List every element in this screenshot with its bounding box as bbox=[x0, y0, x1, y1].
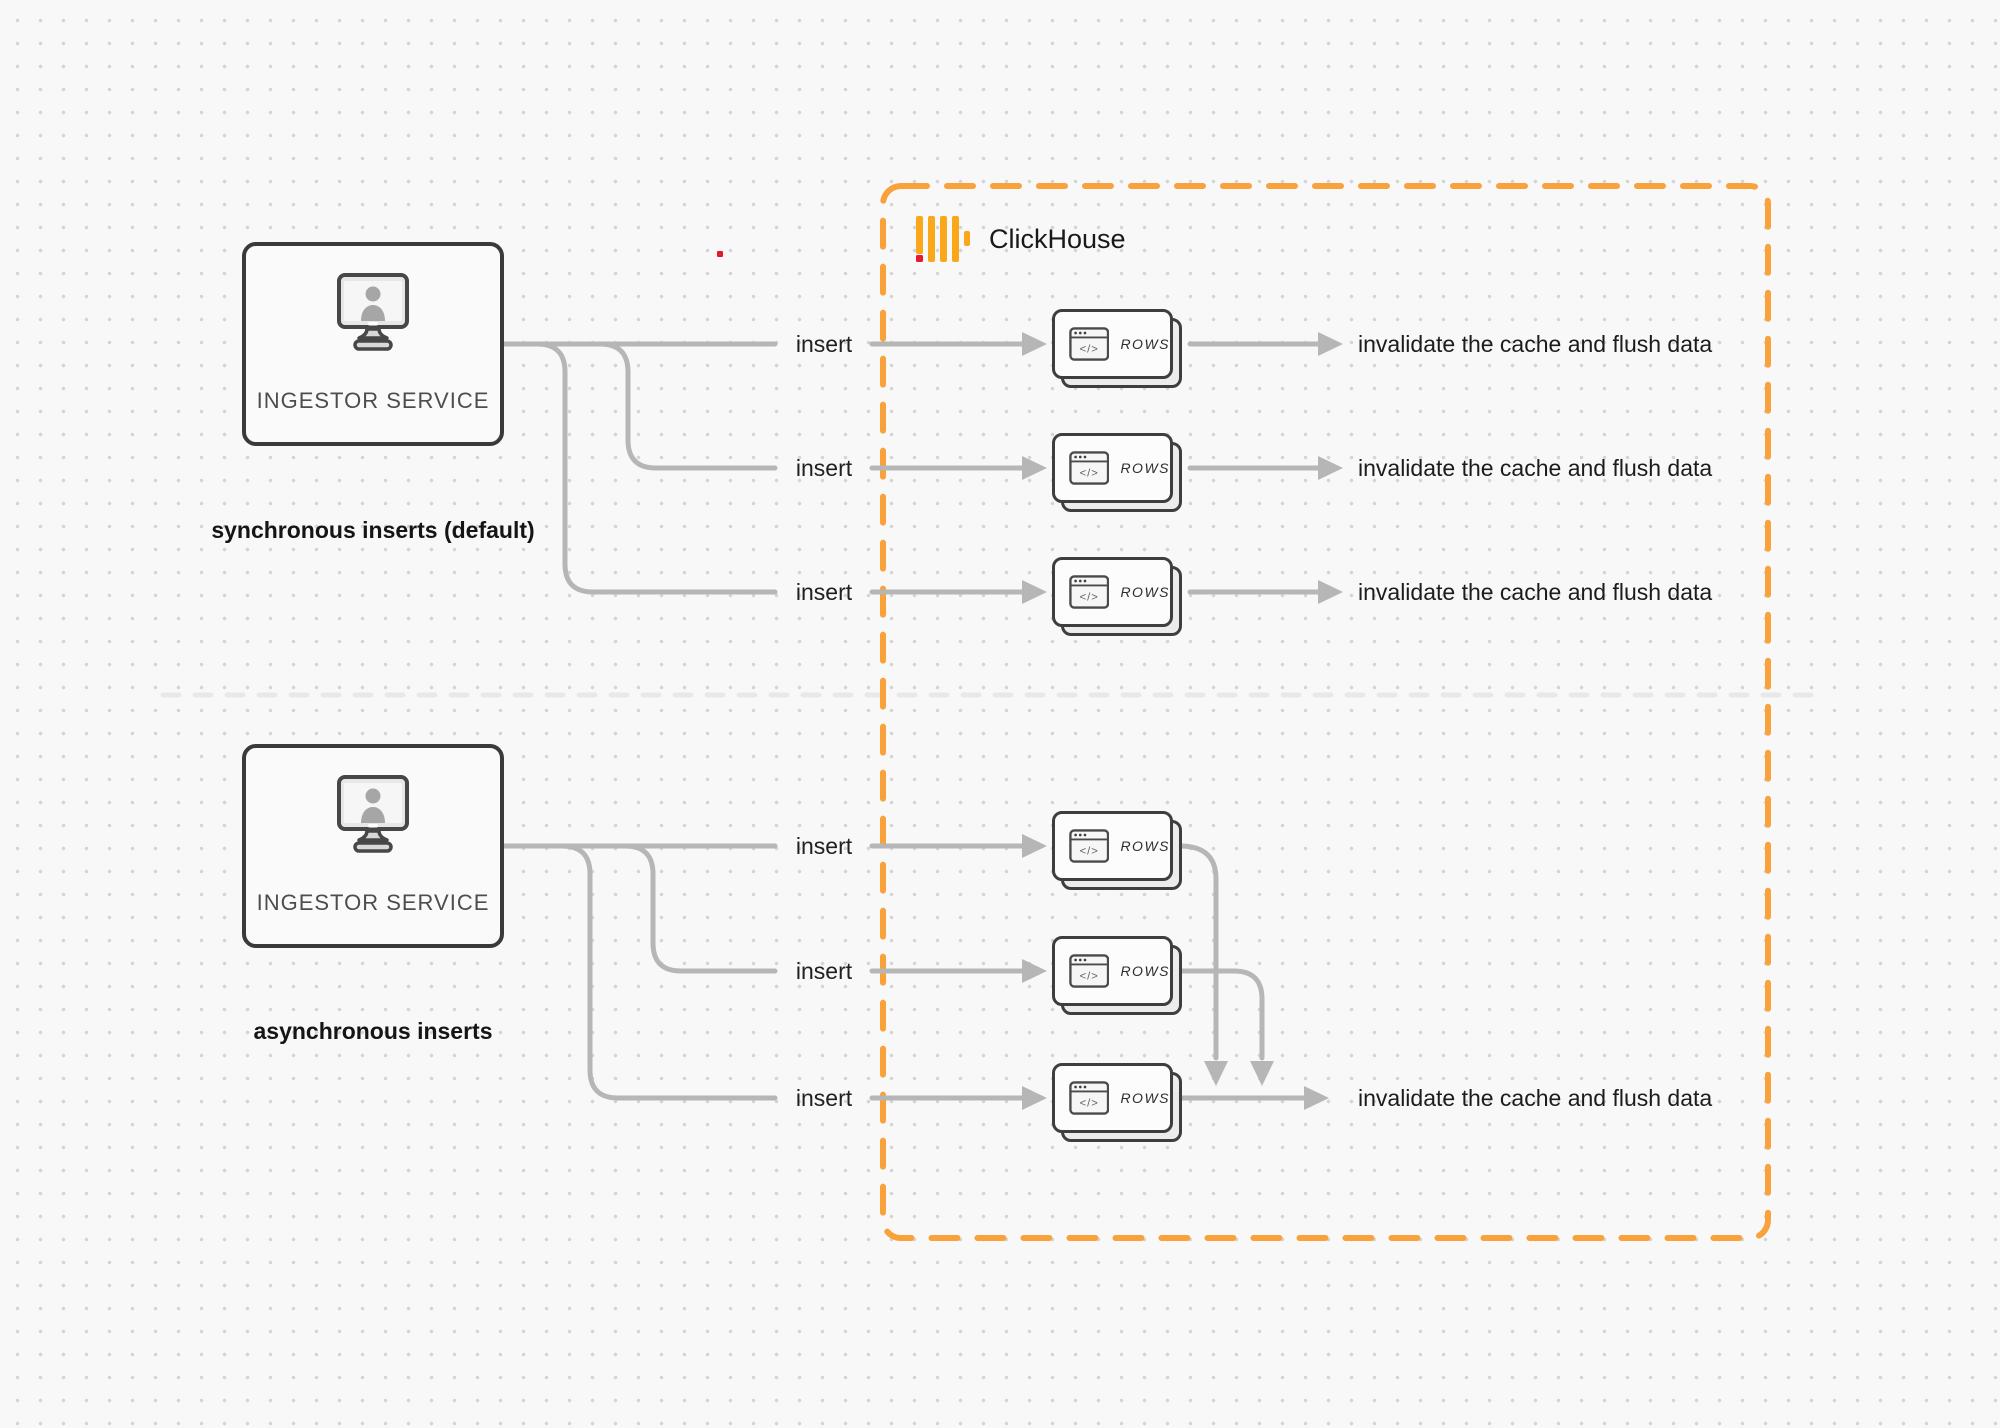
code-window-icon: </> bbox=[1069, 829, 1110, 863]
ingestor-box-async: INGESTOR SERVICE bbox=[242, 744, 504, 948]
insert-label-sync-1: insert bbox=[795, 331, 853, 357]
card-face: </> ROWS bbox=[1052, 1063, 1173, 1133]
rows-card-sync-3: </> ROWS bbox=[1052, 557, 1182, 636]
insert-label-async-3: insert bbox=[795, 1085, 853, 1111]
ingestor-label: INGESTOR SERVICE bbox=[256, 890, 490, 915]
arrowhead-down bbox=[1250, 1061, 1274, 1086]
code-window-icon: </> bbox=[1069, 575, 1110, 609]
arrowhead bbox=[1318, 456, 1343, 480]
svg-text:</>: </> bbox=[1080, 591, 1099, 603]
ingestor-box-sync: INGESTOR SERVICE bbox=[242, 242, 504, 446]
monitor-user-icon bbox=[337, 273, 409, 351]
rows-label: ROWS bbox=[1120, 460, 1170, 476]
arrowheads bbox=[1022, 332, 1343, 1110]
rows-card-sync-2: </> ROWS bbox=[1052, 433, 1182, 512]
arrowhead bbox=[1022, 834, 1047, 858]
rows-label: ROWS bbox=[1120, 584, 1170, 600]
arrowhead-down bbox=[1204, 1061, 1228, 1086]
svg-text:</>: </> bbox=[1080, 845, 1099, 857]
clickhouse-logo-group: ClickHouse bbox=[916, 216, 1126, 262]
monitor-user-icon bbox=[337, 775, 409, 853]
card-face: </> ROWS bbox=[1052, 433, 1173, 503]
rows-card-sync-1: </> ROWS bbox=[1052, 309, 1182, 388]
rows-card-async-3: </> ROWS bbox=[1052, 1063, 1182, 1142]
sync-branch-row3 bbox=[534, 341, 778, 595]
rows-card-async-2: </> ROWS bbox=[1052, 936, 1182, 1015]
svg-text:</>: </> bbox=[1080, 1097, 1099, 1109]
clickhouse-boundary bbox=[880, 183, 1771, 1241]
insert-label-sync-2: insert bbox=[795, 455, 853, 481]
card-face: </> ROWS bbox=[1052, 309, 1173, 379]
svg-text:</>: </> bbox=[1080, 970, 1099, 982]
arrowhead bbox=[1304, 1086, 1329, 1110]
sync-caption: synchronous inserts (default) bbox=[211, 517, 535, 543]
async-merge-line-2 bbox=[1177, 968, 1265, 1061]
arrowhead bbox=[1022, 959, 1047, 983]
result-label-async: invalidate the cache and flush data bbox=[1358, 1085, 1713, 1111]
arrowhead bbox=[1318, 332, 1343, 356]
async-caption: asynchronous inserts bbox=[253, 1018, 493, 1044]
ingestor-label: INGESTOR SERVICE bbox=[256, 388, 490, 413]
rows-card-async-1: </> ROWS bbox=[1052, 811, 1182, 890]
code-window-icon: </> bbox=[1069, 954, 1110, 988]
card-face: </> ROWS bbox=[1052, 811, 1173, 881]
async-branch-row2 bbox=[622, 843, 778, 974]
insert-label-async-2: insert bbox=[795, 958, 853, 984]
svg-text:</>: </> bbox=[1080, 343, 1099, 355]
sync-branch-row2 bbox=[597, 341, 778, 471]
async-branch-row3 bbox=[559, 843, 778, 1101]
red-dot-marker bbox=[717, 251, 723, 257]
rows-label: ROWS bbox=[1120, 963, 1170, 979]
insert-label-sync-3: insert bbox=[795, 579, 853, 605]
arrowhead bbox=[1022, 1086, 1047, 1110]
async-merge-line-1 bbox=[1177, 843, 1219, 1061]
clickhouse-logo-icon bbox=[916, 216, 970, 262]
rows-label: ROWS bbox=[1120, 1090, 1170, 1106]
code-window-icon: </> bbox=[1069, 1081, 1110, 1115]
svg-text:</>: </> bbox=[1080, 467, 1099, 479]
arrowhead bbox=[1318, 580, 1343, 604]
rows-label: ROWS bbox=[1120, 336, 1170, 352]
rows-label: ROWS bbox=[1120, 838, 1170, 854]
result-label-sync-3: invalidate the cache and flush data bbox=[1358, 579, 1713, 605]
card-face: </> ROWS bbox=[1052, 557, 1173, 627]
connectors bbox=[501, 341, 1321, 1101]
insert-label-async-1: insert bbox=[795, 833, 853, 859]
clickhouse-label: ClickHouse bbox=[989, 224, 1126, 254]
code-window-icon: </> bbox=[1069, 327, 1110, 361]
result-label-sync-1: invalidate the cache and flush data bbox=[1358, 331, 1713, 357]
code-window-icon: </> bbox=[1069, 451, 1110, 485]
arrowhead bbox=[1022, 580, 1047, 604]
arrowhead bbox=[1022, 456, 1047, 480]
arrowhead bbox=[1022, 332, 1047, 356]
result-label-sync-2: invalidate the cache and flush data bbox=[1358, 455, 1713, 481]
card-face: </> ROWS bbox=[1052, 936, 1173, 1006]
